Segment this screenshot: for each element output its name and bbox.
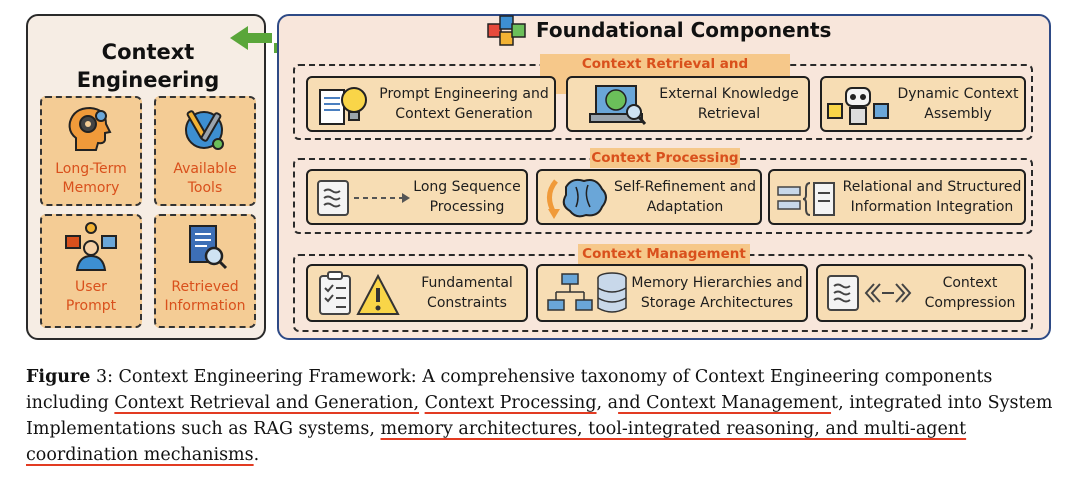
card-prompt-engineering: Prompt Engineering and Context Generatio… [306, 76, 556, 132]
tile-label-line-2: Information [164, 298, 246, 314]
card-line-2: Adaptation [646, 199, 724, 215]
head-gears-icon [68, 106, 112, 151]
card-line-2: Retrieval [697, 106, 761, 122]
tile-user-prompt: User Prompt [40, 214, 142, 328]
context-engineering-title: Context Engineering [28, 38, 268, 94]
card-line-2: Information Integration [850, 199, 1014, 215]
caption-text: . [253, 445, 260, 465]
tools-icon [185, 110, 224, 150]
card-line-1: Self-Refinement and [613, 179, 757, 195]
lightbulb-document-icon [319, 87, 367, 125]
tile-label-line-2: Memory [62, 180, 120, 196]
card-context-compression: Context Compression [816, 264, 1026, 322]
robot-puzzle-icon [827, 87, 889, 125]
tile-long-term-memory: Long-Term Memory [40, 96, 142, 206]
figure-caption: Figure 3: Context Engineering Framework:… [26, 364, 1056, 468]
caption-label: Figure [26, 367, 91, 387]
sequence-arrow-icon [317, 180, 410, 216]
card-line-1: Long Sequence [413, 179, 521, 195]
caption-underlined-text: Context Processing [424, 393, 597, 413]
card-line-2: Compression [924, 295, 1016, 311]
card-line-1: Memory Hierarchies and [631, 275, 803, 291]
brain-cycle-icon [547, 178, 607, 219]
hierarchy-database-icon [547, 272, 627, 313]
card-relational-structured: Relational and Structured Information In… [768, 169, 1026, 225]
foundational-components-title: Foundational Components [536, 18, 832, 42]
card-long-sequence: Long Sequence Processing [306, 169, 528, 225]
tile-label-line-1: Available [173, 161, 237, 177]
card-line-2: Storage Architectures [640, 295, 794, 311]
tile-label-line-2: Prompt [65, 298, 117, 314]
card-external-knowledge: External Knowledge Retrieval [566, 76, 810, 132]
laptop-globe-icon [589, 85, 647, 125]
user-screen-icon [65, 222, 117, 271]
caption-underlined-text: Context Retrieval and Generation, [114, 393, 420, 413]
caption-text: Context Engineering Framework: A compreh… [26, 367, 993, 413]
card-dynamic-context: Dynamic Context Assembly [820, 76, 1026, 132]
card-memory-hierarchies: Memory Hierarchies and Storage Architect… [536, 264, 808, 322]
caption-underlined-text: memory architectures, tool-integrated re… [26, 419, 967, 465]
checklist-warning-icon [319, 271, 400, 315]
card-line-1: Relational and Structured [842, 179, 1022, 195]
structure-icon [777, 182, 835, 216]
section-tag: Context Processing [590, 148, 740, 168]
card-line-2: Assembly [924, 106, 992, 122]
title-line-2: Engineering [76, 68, 220, 92]
card-self-refinement: Self-Refinement and Adaptation [536, 169, 762, 225]
card-fundamental-constraints: Fundamental Constraints [306, 264, 528, 322]
section-tag: Context Management [578, 244, 750, 264]
tile-label-line-2: Tools [187, 180, 223, 196]
card-line-1: Dynamic Context [897, 86, 1019, 102]
caption-text: t, integrated into System Implementation… [26, 393, 1053, 439]
caption-number: 3: [90, 367, 119, 387]
card-line-2: Processing [429, 199, 505, 215]
tile-available-tools: Available Tools [154, 96, 256, 206]
tile-retrieved-information: Retrieved Information [154, 214, 256, 328]
card-line-2: Constraints [427, 295, 507, 311]
card-line-1: External Knowledge [659, 86, 799, 102]
card-line-1: Fundamental [421, 275, 513, 291]
document-search-icon [189, 225, 228, 270]
tile-label-line-1: Long-Term [55, 161, 127, 177]
card-line-1: Prompt Engineering and [379, 86, 549, 102]
context-engineering-panel: Context Engineering Long-Term Memory Ava… [26, 14, 266, 340]
tile-label-line-1: User [75, 279, 107, 295]
title-line-1: Context [101, 40, 195, 64]
puzzle-icon [487, 15, 526, 46]
tile-label-line-1: Retrieved [171, 279, 239, 295]
card-line-2: Context Generation [395, 106, 533, 122]
compression-icon [827, 275, 912, 311]
caption-underlined-text: nd Context Managemen [618, 393, 832, 413]
card-line-1: Context [942, 275, 998, 291]
caption-text: , a [596, 393, 619, 413]
